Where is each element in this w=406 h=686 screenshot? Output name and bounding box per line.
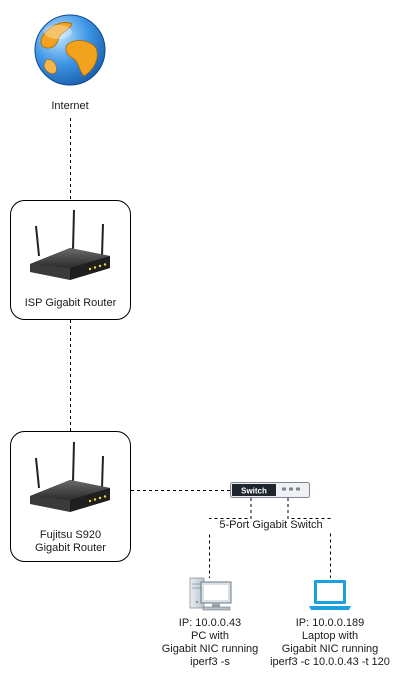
fujitsu-router-label-line2: Gigabit Router	[35, 542, 106, 554]
pc-label: IP: 10.0.0.43 PC with Gigabit NIC runnin…	[140, 617, 280, 669]
isp-router-label: ISP Gigabit Router	[24, 297, 117, 309]
link-switch-pc	[209, 498, 252, 578]
laptop-label-line3: Gigabit NIC running	[281, 643, 379, 655]
switch-icon	[230, 482, 310, 498]
switch-label: 5-Port Gigabit Switch	[205, 519, 337, 532]
router-icon	[30, 441, 110, 512]
globe-icon	[34, 14, 106, 86]
pc-label-line4: iperf3 -s	[190, 656, 230, 668]
fujitsu-router-label: Fujitsu S920 Gigabit Router	[10, 529, 131, 555]
connectors	[70, 118, 331, 578]
pc-icon	[189, 577, 232, 611]
laptop-label-line2: Laptop with	[301, 630, 359, 642]
router-icon	[30, 209, 110, 280]
laptop-label-line1: IP: 10.0.0.189	[295, 617, 365, 629]
laptop-label-line4: iperf3 -c 10.0.0.43 -t 120	[270, 656, 390, 668]
link-switch-laptop	[287, 498, 331, 578]
switch-badge: Switch	[241, 487, 267, 496]
pc-label-line3: Gigabit NIC running	[161, 643, 259, 655]
pc-label-line1: IP: 10.0.0.43	[178, 617, 242, 629]
internet-label: Internet	[51, 100, 89, 112]
laptop-icon	[309, 580, 351, 610]
pc-label-line2: PC with	[191, 630, 229, 642]
laptop-label: IP: 10.0.0.189 Laptop with Gigabit NIC r…	[256, 617, 404, 669]
fujitsu-router-label-line1: Fujitsu S920	[39, 529, 102, 541]
